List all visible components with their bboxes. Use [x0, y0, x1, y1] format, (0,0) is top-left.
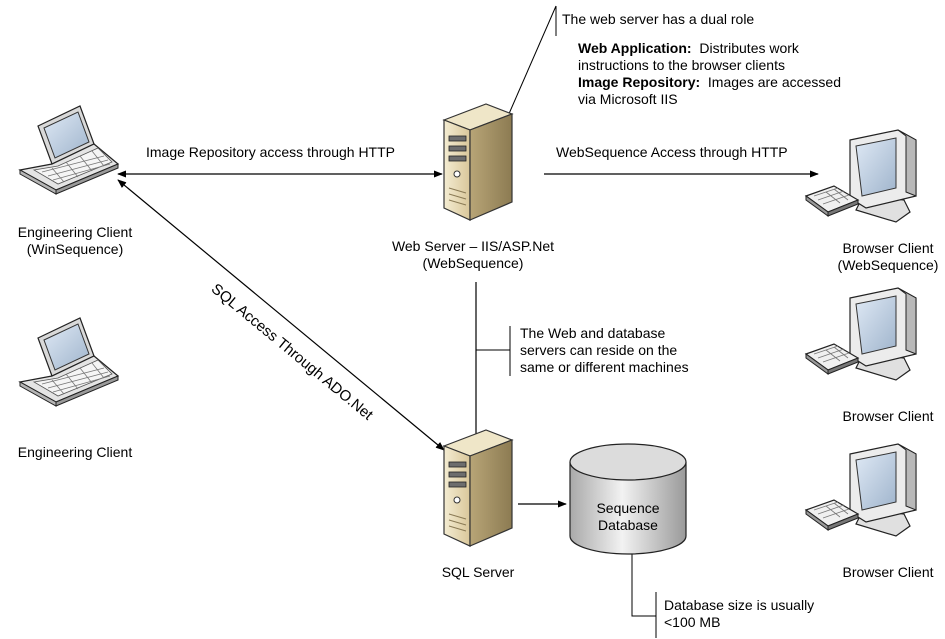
sequence-database-label: Sequence Database [578, 500, 678, 534]
engineering-client-label-line2: (WinSequence) [26, 241, 124, 257]
sql-server-tower-icon [443, 429, 513, 547]
edge-label-image-repo-http: Image Repository access through HTTP [146, 144, 395, 160]
image-repository-term: Image Repository: [578, 74, 701, 90]
callout-db-size-leader [631, 548, 657, 638]
callout-db-size-line1: Database size is usually [664, 597, 815, 613]
callout-web-role-body: Web Application: Distributes work instru… [578, 40, 841, 108]
callout-db-size: Database size is usually <100 MB [664, 597, 814, 631]
sequence-database-label-line1: Sequence [596, 500, 660, 516]
sequence-database-label-line2: Database [598, 517, 658, 533]
browser-client-label: Browser Client (WebSequence) [826, 240, 945, 274]
web-application-term: Web Application: [578, 40, 692, 56]
image-repository-desc-1: Images are accessed [707, 74, 841, 90]
browser-client-label-line1: Browser Client [842, 240, 934, 256]
web-server-label-line1: Web Server – IIS/ASP.Net [391, 238, 555, 254]
callout-db-size-line2: <100 MB [664, 614, 721, 630]
browser-client-3-label: Browser Client [842, 564, 934, 580]
web-server-label: Web Server – IIS/ASP.Net (WebSequence) [370, 238, 576, 272]
callout-machines-line2: servers can reside on the [520, 342, 678, 358]
web-application-desc-2: instructions to the browser clients [578, 57, 785, 73]
browser-client-monitor-icon [805, 129, 917, 223]
image-repository-desc-2: via Microsoft IIS [578, 91, 678, 107]
browser-client-label-line2: (WebSequence) [837, 257, 939, 273]
web-application-desc-1: Distributes work [699, 40, 799, 56]
callout-web-role-leader [507, 5, 557, 117]
engineering-client-label-line1: Engineering Client [17, 224, 133, 240]
callout-machines: The Web and database servers can reside … [520, 325, 689, 376]
engineering-client-label: Engineering Client (WinSequence) [0, 224, 150, 258]
sql-server-label: SQL Server [441, 564, 515, 580]
engineering-client-laptop-icon [19, 105, 119, 195]
browser-client-2-monitor-icon [805, 287, 917, 381]
edge-label-websequence-http: WebSequence Access through HTTP [556, 144, 788, 160]
callout-web-role-title: The web server has a dual role [562, 11, 755, 27]
web-server-label-line2: (WebSequence) [422, 255, 524, 271]
browser-client-3-monitor-icon [805, 443, 917, 537]
web-server-tower-icon [443, 103, 513, 221]
edge-sql-ado [117, 179, 445, 451]
sequence-database-cylinder-icon [569, 443, 687, 555]
engineering-client-2-label: Engineering Client [17, 444, 133, 460]
browser-client-2-label: Browser Client [842, 408, 934, 424]
callout-machines-leader [476, 326, 511, 376]
engineering-client-2-laptop-icon [19, 317, 119, 407]
callout-machines-line1: The Web and database [520, 325, 666, 341]
callout-machines-line3: same or different machines [520, 359, 689, 375]
